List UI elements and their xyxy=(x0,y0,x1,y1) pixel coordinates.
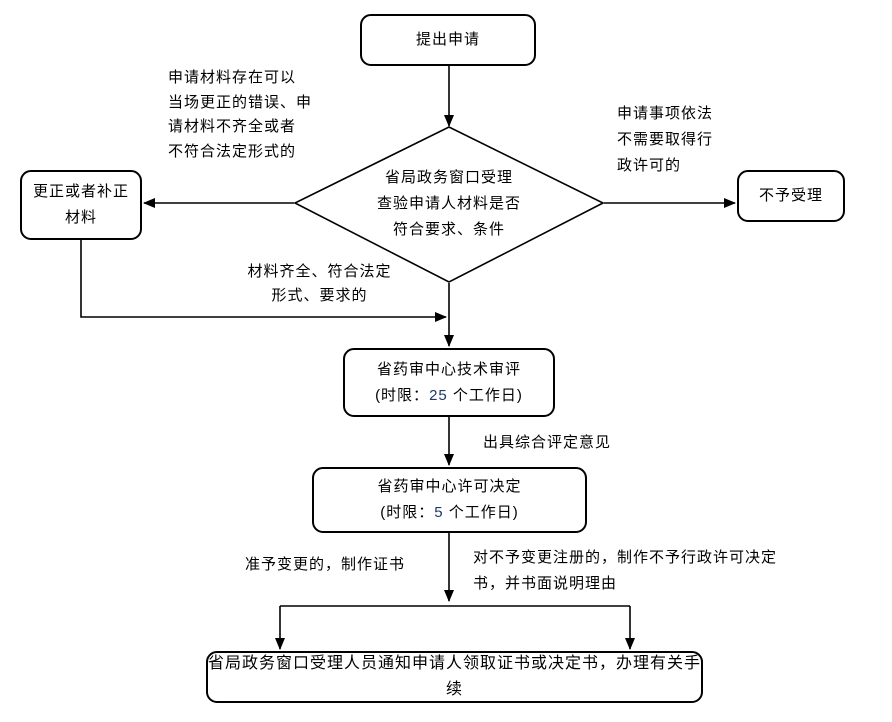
node-correct-line: 更正或者补正 xyxy=(32,183,129,200)
annotation-line: 形式、要求的 xyxy=(271,287,368,304)
annotation-line: 申请材料存在可以 xyxy=(168,69,297,86)
annotation-evaluation-opinion: 出具综合评定意见 xyxy=(483,430,653,455)
annotation-qualified-materials: 材料齐全、符合法定 形式、要求的 xyxy=(232,260,407,308)
annotation-line: 请材料不齐全或者 xyxy=(168,118,297,135)
node-license-decision: 省药审中心许可决定 (时限：5 个工作日) xyxy=(312,467,587,533)
annotation-line: 政许可的 xyxy=(617,157,682,174)
node-correct-materials: 更正或者补正 材料 xyxy=(20,170,142,240)
annotation-line: 对不予变更注册的，制作不予行政许可决定 xyxy=(473,549,778,566)
time-limit-suffix: 个工作日) xyxy=(443,504,519,521)
annotation-correctable-materials: 申请材料存在可以 当场更正的错误、申 请材料不齐全或者 不符合法定形式的 xyxy=(168,66,338,164)
annotation-line: 申请事项依法 xyxy=(617,105,714,122)
node-start-label: 提出申请 xyxy=(415,31,480,48)
annotation-line: 书，并书面说明理由 xyxy=(473,574,618,592)
arrow-correct-to-mainline xyxy=(80,240,447,322)
annotation-line: 不符合法定形式的 xyxy=(168,142,297,160)
time-limit-number: 5 xyxy=(434,504,444,521)
decision-line: 查验申请人材料是否 xyxy=(376,195,521,212)
node-tech-review-time-limit: (时限：25 个工作日) xyxy=(375,383,523,409)
time-limit-prefix: (时限： xyxy=(380,504,435,521)
annotation-line: 材料齐全、符合法定 xyxy=(247,263,392,280)
node-notify-applicant: 省局政务窗口受理人员通知申请人领取证书或决定书，办理有关手续 xyxy=(206,651,703,703)
annotation-denied-decision: 对不予变更注册的，制作不予行政许可决定 书，并书面说明理由 xyxy=(473,545,803,596)
node-decision-acceptance: 省局政务窗口受理 查验申请人材料是否 符合要求、条件 xyxy=(339,165,559,243)
node-notify-label: 省局政务窗口受理人员通知申请人领取证书或决定书，办理有关手续 xyxy=(208,655,702,698)
node-tech-review: 省药审中心技术审评 (时限：25 个工作日) xyxy=(343,348,555,417)
node-reject-acceptance: 不予受理 xyxy=(737,170,845,222)
time-limit-suffix: 个工作日) xyxy=(447,386,523,404)
decision-line: 省局政务窗口受理 xyxy=(384,169,513,186)
decision-line: 符合要求、条件 xyxy=(392,221,505,238)
annotation-line: 出具综合评定意见 xyxy=(483,434,612,451)
annotation-approved-certificate: 准予变更的，制作证书 xyxy=(245,552,445,577)
node-reject-label: 不予受理 xyxy=(758,187,823,204)
annotation-line: 当场更正的错误、申 xyxy=(168,93,313,111)
node-correct-line: 材料 xyxy=(64,209,97,226)
node-start-application: 提出申请 xyxy=(360,14,536,66)
decision-diamond-shape xyxy=(293,126,605,283)
node-tech-review-title: 省药审中心技术审评 xyxy=(376,360,521,378)
node-license-decision-time-limit: (时限：5 个工作日) xyxy=(380,500,519,526)
annotation-line: 不需要取得行 xyxy=(617,131,714,148)
annotation-no-permit-needed: 申请事项依法 不需要取得行 政许可的 xyxy=(617,101,747,179)
time-limit-number: 25 xyxy=(429,386,448,404)
node-license-decision-title: 省药审中心许可决定 xyxy=(377,478,522,495)
time-limit-prefix: (时限： xyxy=(375,386,430,404)
annotation-line: 准予变更的，制作证书 xyxy=(245,556,406,573)
